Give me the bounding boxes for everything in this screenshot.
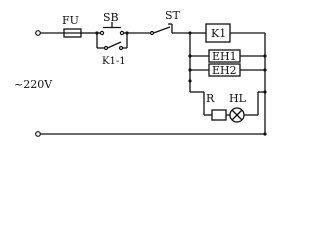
heater-control-circuit-diagram: FU SB K1-1 ST K1 EH1 EH2 bbox=[14, 9, 267, 137]
supply-voltage-label: ~220V bbox=[14, 78, 53, 91]
lamp-label: HL bbox=[229, 92, 247, 105]
thermostat-contact-left bbox=[149, 30, 155, 36]
fuse-label: FU bbox=[62, 14, 79, 27]
bottom-supply-terminal bbox=[35, 131, 41, 137]
button-contact-right bbox=[119, 30, 125, 36]
thermostat-blade bbox=[153, 26, 171, 34]
junction-dot bbox=[263, 132, 267, 136]
relay-coil-label: K1 bbox=[211, 27, 226, 40]
top-supply-terminal bbox=[35, 30, 41, 36]
relay-contact-left bbox=[103, 45, 109, 51]
button-label: SB bbox=[103, 11, 119, 24]
button-contact-left bbox=[99, 30, 105, 36]
heater-2-label: EH2 bbox=[212, 64, 237, 77]
relay-contact-blade bbox=[107, 41, 122, 49]
resistor-label: R bbox=[206, 92, 215, 105]
resistor-r bbox=[211, 109, 227, 121]
thermostat-label: ST bbox=[165, 9, 181, 22]
junction-dot bbox=[263, 90, 267, 94]
relay-contact-right bbox=[118, 45, 124, 51]
relay-contact-label: K1-1 bbox=[102, 56, 126, 67]
heater-1-label: EH1 bbox=[212, 50, 237, 63]
lamp-cross-2 bbox=[231, 109, 243, 121]
